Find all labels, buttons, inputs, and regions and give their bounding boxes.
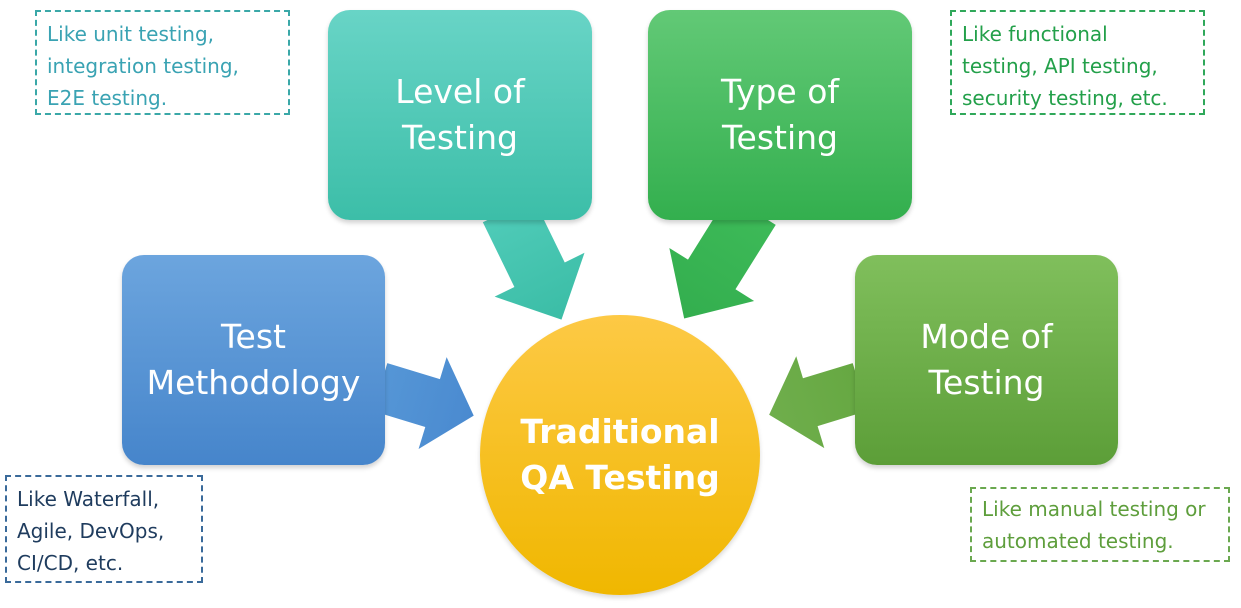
arrow-mode-to-center <box>769 356 868 449</box>
arrow-type-to-center <box>669 195 776 319</box>
type-of-testing-box: Type of Testing <box>648 10 912 220</box>
mode-of-testing-box: Mode of Testing <box>855 255 1118 465</box>
level-note: Like unit testing, integration testing, … <box>35 10 290 115</box>
mode-note: Like manual testing or automated testing… <box>970 487 1230 562</box>
level-of-testing-box: Level of Testing <box>328 10 592 220</box>
traditional-qa-testing-circle: Traditional QA Testing <box>480 315 760 595</box>
methodology-note: Like Waterfall, Agile, DevOps, CI/CD, et… <box>5 475 203 583</box>
type-of-testing-label: Type of Testing <box>720 72 840 157</box>
mode-of-testing-label: Mode of Testing <box>920 317 1053 402</box>
arrow-level-to-center <box>482 197 585 320</box>
arrow-methodology-to-center <box>372 357 474 449</box>
level-of-testing-label: Level of Testing <box>395 72 525 157</box>
type-note: Like functional testing, API testing, se… <box>950 10 1205 115</box>
center-label: Traditional QA Testing <box>520 412 720 497</box>
test-methodology-box: Test Methodology <box>122 255 385 465</box>
test-methodology-label: Test Methodology <box>146 317 361 402</box>
